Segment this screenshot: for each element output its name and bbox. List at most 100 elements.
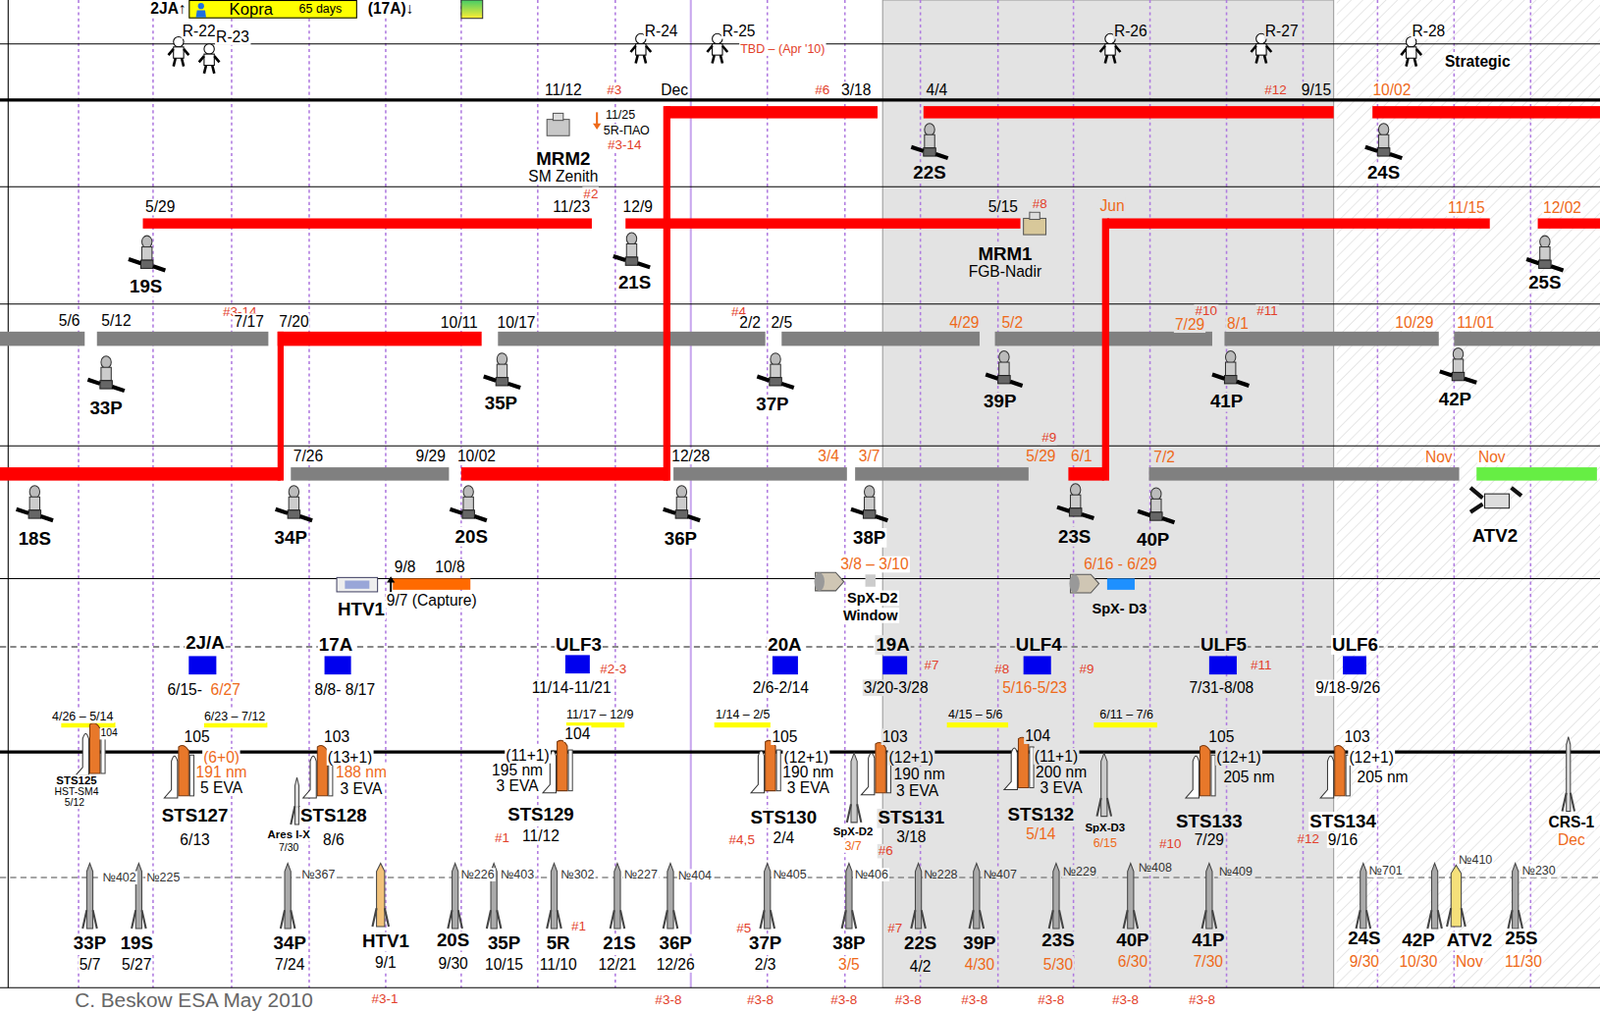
timeline-label: 103 [1343,728,1372,745]
timeline-label: 4/30 [963,956,996,972]
timeline-label: STS125 [54,774,98,787]
month-gridline [1453,0,1456,988]
mission-text: 7/31-8/08 [1187,679,1255,695]
timeline-label: ATV2 [1471,526,1520,546]
spacecraft-icon [613,232,650,267]
timeline-label: HTV1 [336,600,386,621]
timeline-label: 1/14 – 2/5 [714,707,772,721]
mission-text: ULF4 [1014,635,1064,655]
year-line [690,0,693,988]
timeline-label: №402 [101,870,137,884]
callout-number: #3-1 [370,992,399,1007]
timeline-label: TBD – (Apr '10) [739,42,826,55]
eva-icon [168,36,190,66]
timeline-label: №407 [982,867,1018,881]
timeline-bar [947,722,1009,728]
timeline-label: 104 [100,728,119,740]
mission-text: 19A [874,635,910,655]
timeline-label: 23S [1040,931,1075,952]
timeline-bar [1107,217,1491,228]
timeline-label: №409 [1218,864,1254,878]
spacecraft-icon [1440,347,1477,382]
dragon-icon [814,572,845,591]
timeline-label: STS132 [1006,805,1075,826]
timeline-label: 10/02 [1371,81,1412,98]
timeline-label: (12+1) [888,748,936,765]
mission-text: Kopra [227,1,273,19]
spacecraft-icon [910,123,948,159]
timeline-label: 3/18 [840,81,872,98]
spacecraft-icon [756,353,794,388]
timeline-bar [923,106,1334,118]
timeline-label: 20S [435,931,471,952]
month-gridline [460,0,463,988]
timeline-label: 4/4 [924,81,949,98]
timeline-label: 12/26 [655,956,696,972]
timeline-label: 10/11 [439,314,480,330]
timeline-label: (12+1) [1347,748,1395,765]
timeline-label: 9/29 [414,447,446,464]
rocket-icon [1097,752,1113,816]
timeline-label: 34P [272,934,308,955]
timeline-bar [204,722,267,728]
timeline-label: 11/30 [1503,953,1544,969]
timeline-bar [143,217,592,228]
timeline-label: 104 [1023,727,1052,744]
timeline-label: 190 nm [781,764,835,781]
timeline-label: Ares I-X [266,828,312,841]
eva-icon [199,44,220,74]
timeline-bar [277,331,284,481]
timeline-label: №367 [300,867,336,881]
spacecraft-icon [663,485,700,521]
timeline-bar [461,467,669,481]
timeline-label: 41P [1209,392,1244,413]
timeline-label: 39P [982,392,1017,413]
timeline-label: №404 [677,868,713,882]
timeline-bar [277,331,482,347]
callout-number: #3 [605,82,623,97]
timeline-label: 6/11 – 7/6 [1098,707,1155,721]
spacecraft-icon [483,353,521,388]
mission-text: 20A [766,635,802,655]
timeline-label: R-28 [1410,22,1446,39]
timeline-label: №410 [1457,853,1494,867]
timeline-label: 6/1 [1069,447,1094,464]
timeline-label: 34P [273,528,309,548]
marker-arrowhead [592,123,601,130]
timeline-bar [673,467,848,481]
timeline-label: R-27 [1264,22,1300,39]
timeline-label: №228 [922,867,959,881]
timeline-label: 37P [754,395,790,416]
timeline-label: 38P [831,934,866,955]
shuttle-icon [860,742,891,795]
timeline-label: STS131 [876,808,946,829]
timeline-label: 10/17 [495,314,536,330]
callout-number: #8 [1031,197,1049,212]
row-divider [0,186,1600,188]
timeline-label: 104 [563,725,591,742]
spacecraft-icon [128,235,165,270]
mission-text: 5/16-5/23 [1001,679,1068,695]
timeline-label: 23S [1057,527,1092,547]
timeline-label: (12+1) [782,748,830,765]
timeline-label: 20S [454,527,489,547]
timeline-label: 42P [1438,390,1473,411]
timeline-label: 105 [770,728,799,745]
shuttle-icon [750,740,781,793]
timeline-label: 40P [1115,931,1150,952]
callout-number: #3-8 [1036,993,1066,1008]
timeline-bar [854,467,1029,481]
callout-number: #7 [923,658,941,673]
status-square [461,0,483,19]
timeline-label: 3/4 [816,447,841,464]
timeline-label: 7/24 [273,956,306,972]
timeline-label: 36P [663,529,698,549]
mission-text: 2/6-2/14 [751,679,810,695]
timeline-label: (17A)↓ [367,0,416,16]
timeline-label: 11/17 – 12/9 [565,707,636,721]
spacecraft-icon [985,351,1022,386]
timeline-label: 4/15 – 5/6 [947,707,1005,721]
timeline-label: 6/30 [1117,953,1149,969]
callout-number: #1 [570,919,587,934]
atv-icon [1470,487,1522,513]
